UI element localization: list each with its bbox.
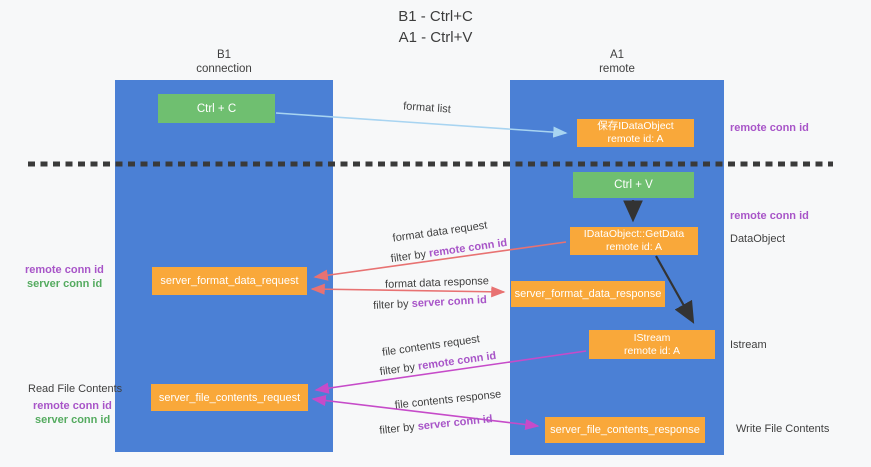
node-server-file-contents-request: server_file_contents_request (151, 384, 308, 411)
node-save-idataobject-line1: 保存IDataObject (597, 120, 674, 132)
annotation-read-file-contents: Read File Contents (28, 383, 123, 395)
node-server-format-data-response: server_format_data_response (511, 281, 665, 307)
node-ctrl-c-label: Ctrl + C (196, 102, 237, 115)
node-ctrl-c: Ctrl + C (158, 94, 275, 123)
annotation-istream: Istream (730, 339, 767, 351)
flow-filter-format-data-response: filter by server conn id (373, 294, 487, 312)
filter-key: server conn id (417, 413, 494, 433)
annotation-server-conn-id-bottom-left: server conn id (35, 414, 111, 426)
node-istream-line2: remote id: A (623, 344, 681, 357)
node-server-format-data-request-label: server_format_data_request (160, 275, 299, 287)
node-ctrl-v-label: Ctrl + V (614, 179, 653, 191)
node-getdata-line1: IDataObject::GetData (583, 228, 685, 240)
annotation-remote-conn-id-mid-right: remote conn id (730, 210, 809, 222)
filter-key: remote conn id (417, 349, 497, 373)
flow-label-format-data-response: format data response (384, 275, 490, 291)
node-server-file-contents-response: server_file_contents_response (545, 417, 705, 443)
node-istream-line1: IStream (633, 331, 671, 344)
filter-prefix: filter by (378, 420, 419, 437)
lane-b1-subtitle: connection (196, 63, 252, 75)
lane-header-a1: A1 remote (510, 48, 724, 76)
filter-key: server conn id (411, 294, 488, 310)
node-getdata: IDataObject::GetData remote id: A (570, 227, 698, 255)
filter-prefix: filter by (390, 247, 430, 266)
node-server-format-data-request: server_format_data_request (152, 267, 307, 295)
flow-label-file-contents-response: file contents response (394, 388, 502, 412)
annotation-write-file-contents: Write File Contents (736, 423, 830, 435)
node-save-idataobject-line2: remote id: A (607, 133, 664, 145)
node-getdata-line2: remote id: A (605, 241, 663, 253)
filter-prefix: filter by (372, 297, 412, 312)
node-ctrl-v: Ctrl + V (573, 172, 694, 198)
filter-key: remote conn id (428, 236, 508, 260)
annotation-remote-conn-id-left: remote conn id (25, 264, 104, 276)
annotation-dataobject: DataObject (730, 233, 786, 245)
lane-a1-subtitle: remote (599, 63, 635, 75)
diagram-title: B1 - Ctrl+C A1 - Ctrl+V (0, 6, 871, 48)
filter-prefix: filter by (379, 360, 419, 379)
node-server-file-contents-response-label: server_file_contents_response (550, 424, 700, 436)
title-line-2: A1 - Ctrl+V (398, 29, 473, 46)
annotation-remote-conn-id-top-right: remote conn id (730, 122, 809, 134)
title-line-1: B1 - Ctrl+C (398, 8, 473, 25)
lane-header-b1: B1 connection (115, 48, 333, 76)
lane-b1-title: B1 (216, 49, 232, 61)
annotation-server-conn-id-left: server conn id (27, 278, 103, 290)
node-server-format-data-response-label: server_format_data_response (514, 288, 662, 300)
node-save-idataobject: 保存IDataObject remote id: A (577, 119, 694, 147)
lane-a1-title: A1 (609, 49, 625, 61)
node-istream: IStream remote id: A (589, 330, 715, 359)
flow-label-format-list: format list (402, 100, 452, 116)
flow-filter-file-contents-response: filter by server conn id (379, 413, 493, 437)
annotation-remote-conn-id-bottom-left: remote conn id (33, 400, 112, 412)
node-server-file-contents-request-label: server_file_contents_request (158, 391, 301, 404)
